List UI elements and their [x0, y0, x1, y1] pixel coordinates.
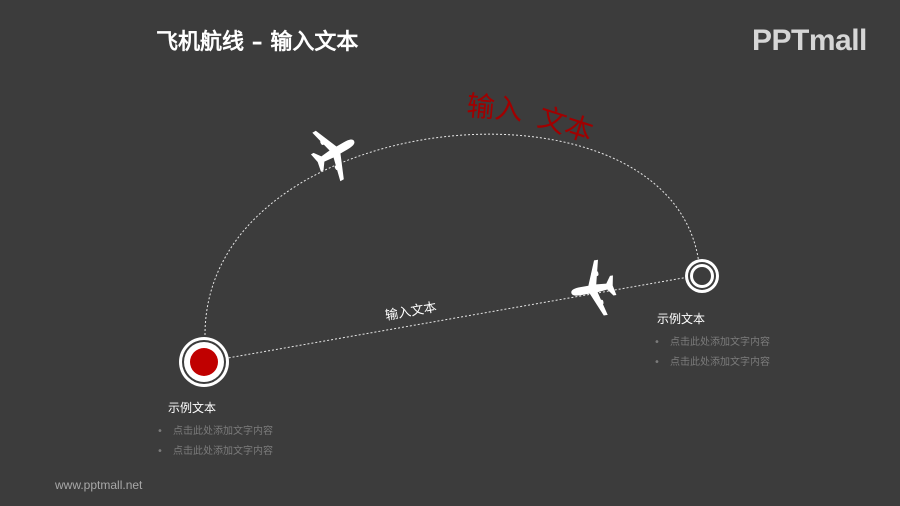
route-label: 输入文本 — [384, 299, 438, 324]
straight-route-line — [204, 274, 701, 363]
bullet-icon: • — [654, 357, 660, 368]
arc-route-line — [204, 133, 701, 336]
destination-title: 示例文本 — [657, 312, 706, 326]
list-item: •点击此处添加文字内容 — [652, 353, 770, 373]
brand-logo: PPTmall — [752, 24, 867, 57]
list-item: •点击此处添加文字内容 — [155, 422, 273, 442]
bullet-icon: • — [157, 446, 163, 457]
destination-bullet-list: •点击此处添加文字内容 •点击此处添加文字内容 — [652, 333, 770, 373]
origin-title: 示例文本 — [168, 401, 217, 415]
footer-url[interactable]: www.pptmall.net — [55, 478, 143, 492]
list-item: •点击此处添加文字内容 — [652, 333, 770, 353]
origin-marker-icon — [179, 337, 229, 387]
arc-label-part1: 输入 — [465, 89, 524, 127]
arc-label-part2: 文本 — [534, 100, 597, 149]
bullet-icon: • — [654, 337, 660, 348]
destination-marker-icon — [685, 259, 719, 293]
slide-title: 飞机航线 – 输入文本 — [156, 30, 359, 55]
origin-bullet-list: •点击此处添加文字内容 •点击此处添加文字内容 — [155, 422, 273, 462]
airplane-icon — [566, 257, 620, 321]
list-item: •点击此处添加文字内容 — [155, 442, 273, 462]
bullet-icon: • — [157, 426, 163, 437]
